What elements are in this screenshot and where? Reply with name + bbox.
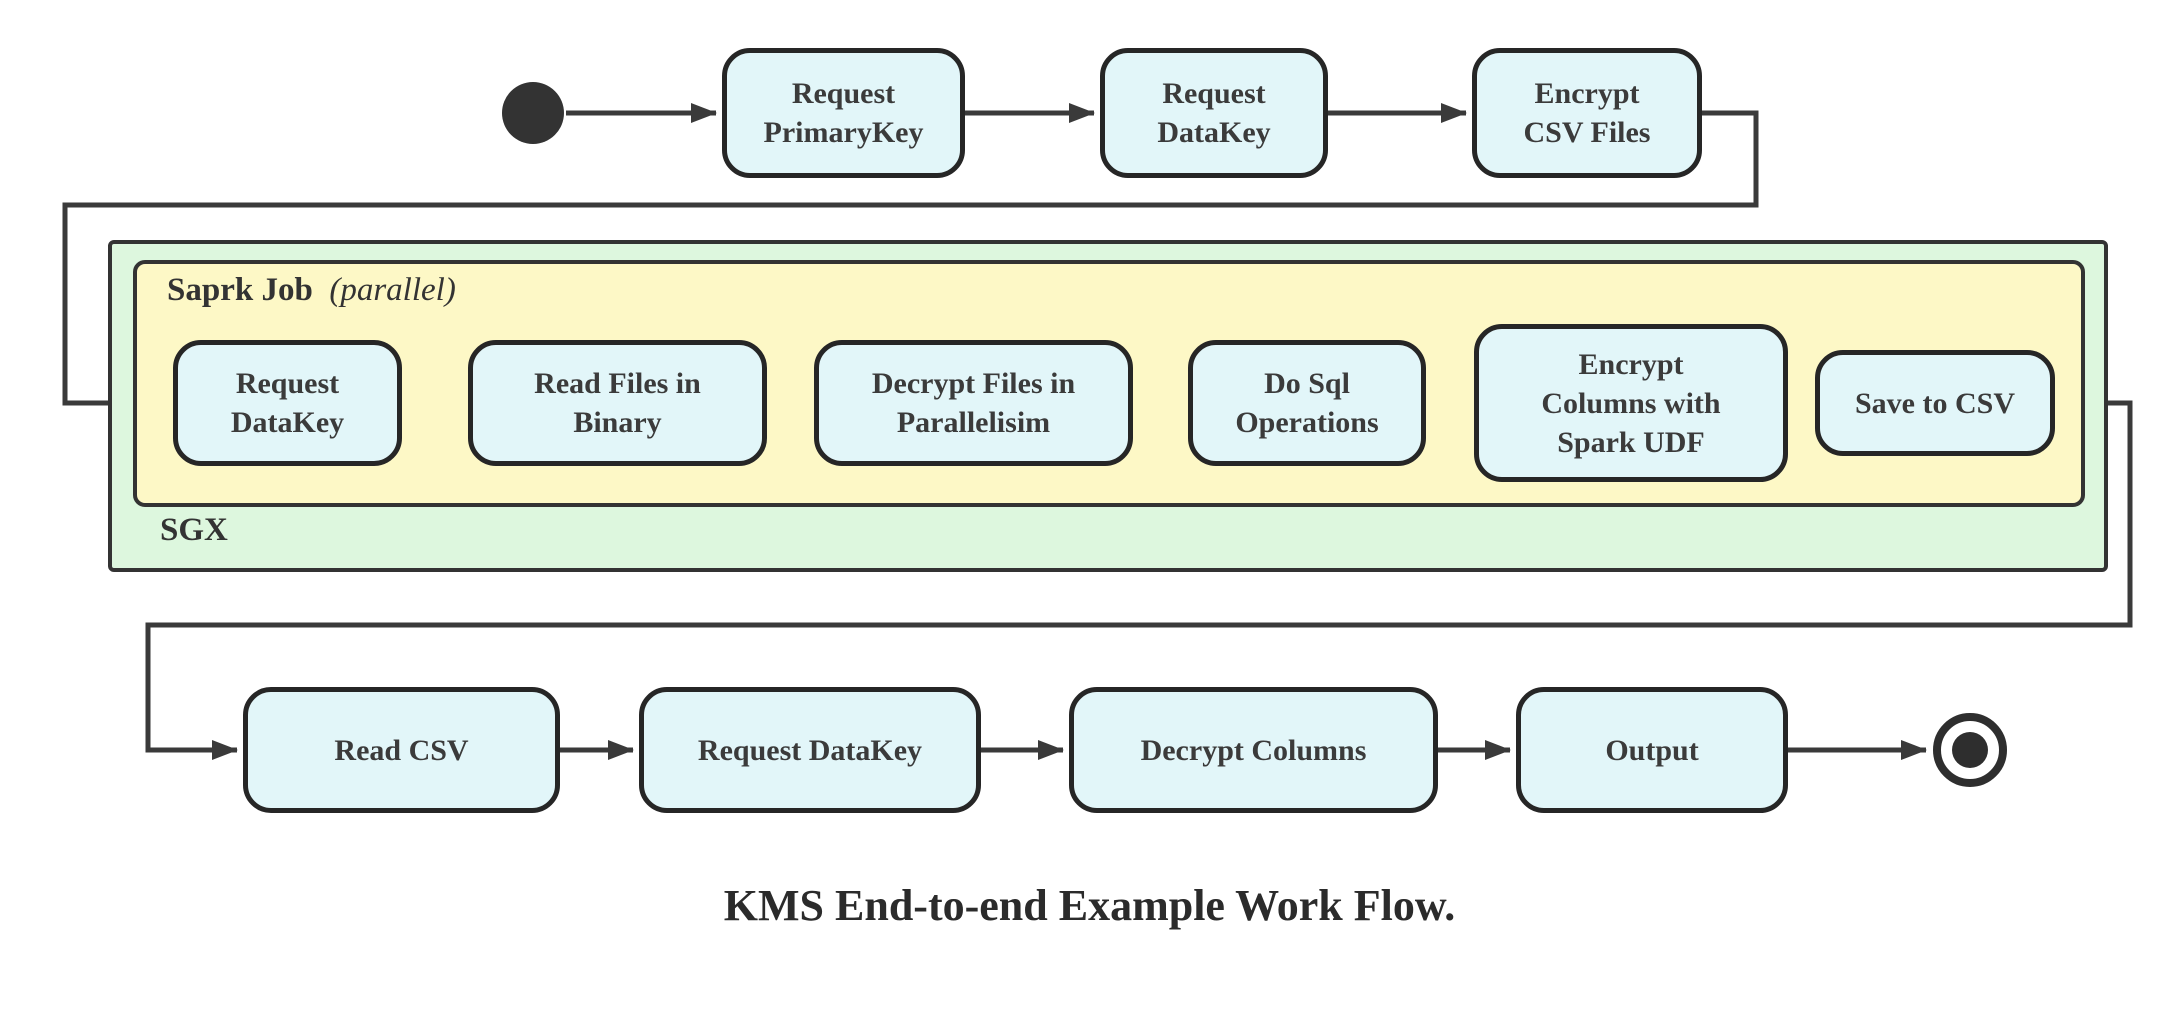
node-request-datakey-bottom: Request DataKey — [639, 687, 981, 813]
sgx-label: SGX — [160, 512, 228, 548]
start-node-icon — [502, 82, 564, 144]
node-read-files-binary: Read Files in Binary — [468, 340, 767, 466]
end-node-icon — [1933, 713, 2007, 787]
node-request-datakey-top: Request DataKey — [1100, 48, 1328, 178]
node-decrypt-files-parallelism: Decrypt Files in Parallelisim — [814, 340, 1133, 466]
node-do-sql-operations: Do Sql Operations — [1188, 340, 1426, 466]
node-encrypt-csv-files: Encrypt CSV Files — [1472, 48, 1702, 178]
node-decrypt-columns: Decrypt Columns — [1069, 687, 1438, 813]
edge-save-csv-to-read-csv — [145, 400, 2133, 760]
parallel-text: parallel — [340, 272, 445, 308]
node-read-csv: Read CSV — [243, 687, 560, 813]
spark-job-label: Saprk Job ((parallel)parallel) — [167, 272, 456, 309]
node-output: Output — [1516, 687, 1788, 813]
spark-job-label-title: Saprk Job — [167, 272, 313, 308]
edge-encrypt-csv-to-sgx — [62, 110, 1759, 413]
spark-job-label-parallel: ((parallel)parallel) — [321, 272, 456, 308]
node-save-to-csv: Save to CSV — [1815, 350, 2055, 456]
diagram-caption: KMS End-to-end Example Work Flow. — [723, 881, 1456, 930]
node-spark-request-datakey: Request DataKey — [173, 340, 402, 466]
node-encrypt-columns-spark-udf: Encrypt Columns with Spark UDF — [1474, 324, 1788, 482]
node-request-primarykey: Request PrimaryKey — [722, 48, 965, 178]
